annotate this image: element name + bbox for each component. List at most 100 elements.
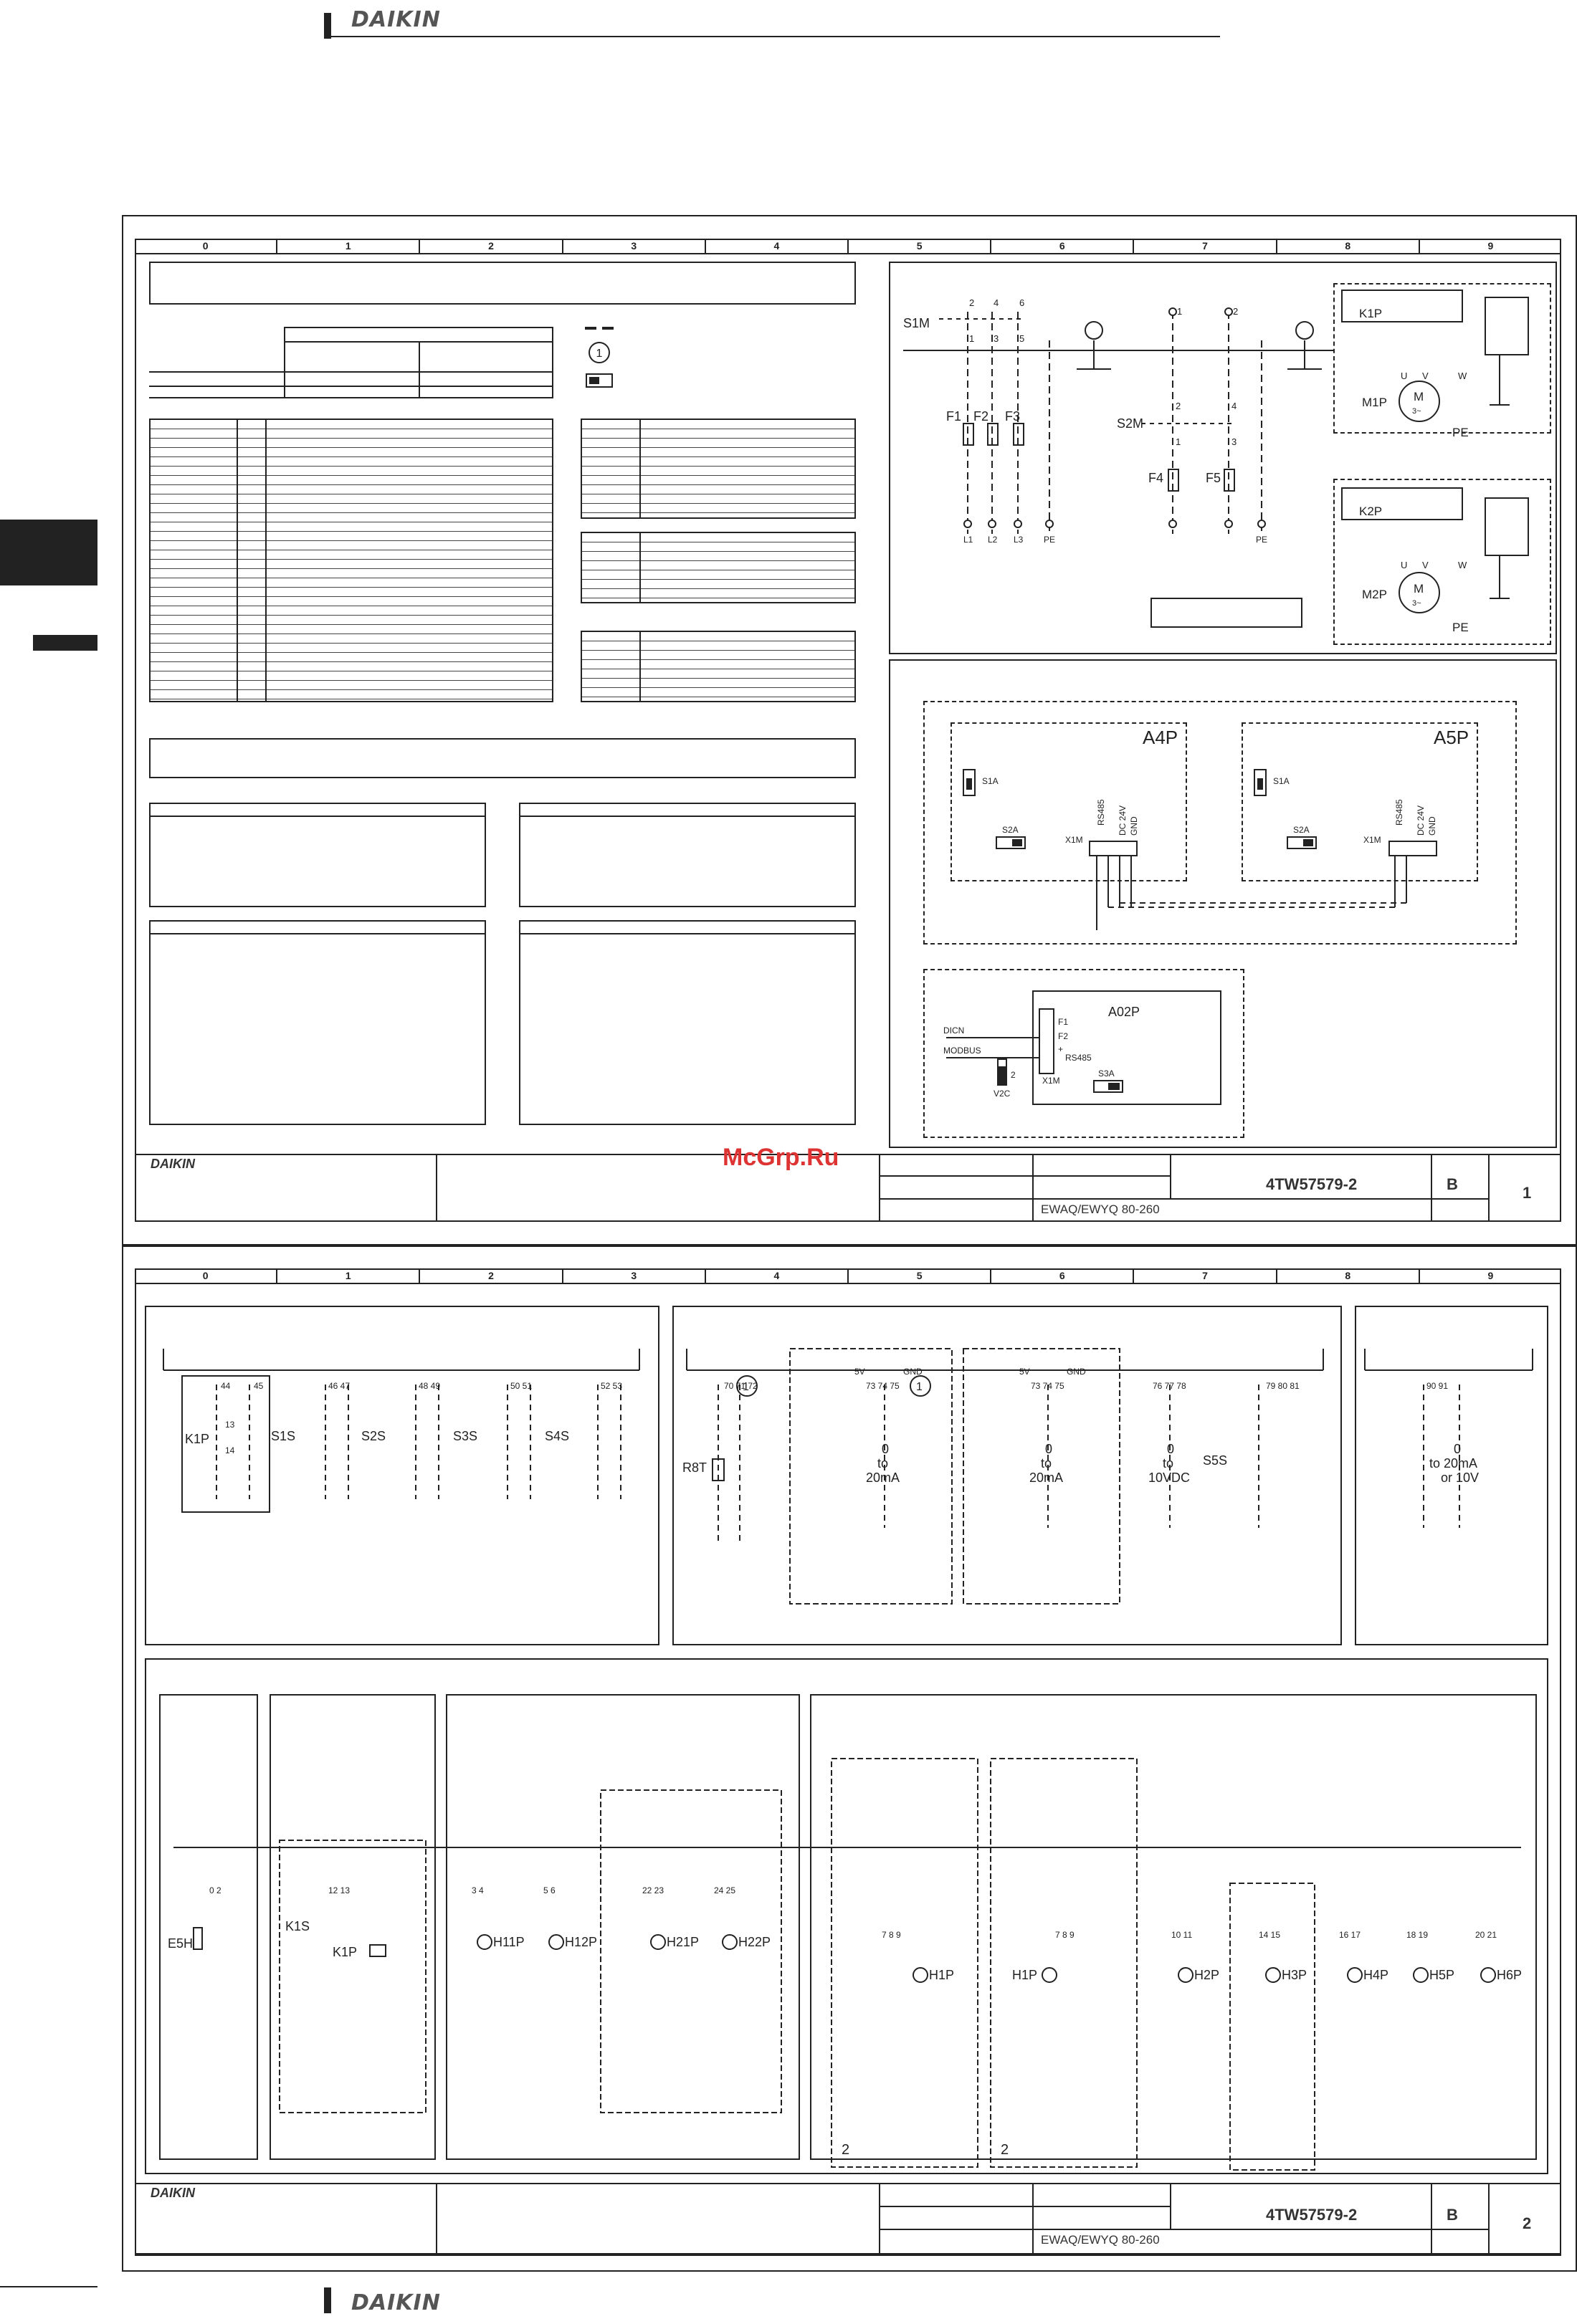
tb-doc-number: 4TW57579-2 — [1266, 1175, 1358, 1193]
analog-inputs-panel — [672, 1306, 1342, 1645]
terminal-pe: PE — [1044, 535, 1055, 545]
ai4-text: 0 — [1454, 1442, 1461, 1456]
terminal-pe-2: PE — [1256, 535, 1267, 545]
ai-ch1-marker: 1 — [743, 1381, 749, 1393]
tb2-doc-number: 4TW57579-2 — [1266, 2206, 1358, 2224]
out-rl-h1p: H1P — [929, 1968, 954, 1982]
m1p-pe: PE — [1452, 426, 1469, 439]
legend-title-box — [149, 262, 856, 305]
di-s2s-nums: 48 49 — [419, 1381, 440, 1391]
tb2-rule — [879, 2206, 1170, 2207]
a5p-pin-gnd: GND — [1427, 816, 1437, 836]
uvw-u: U — [1401, 370, 1407, 381]
contact-num: 2 — [1233, 306, 1238, 317]
di-s3s-nums: 50 51 — [510, 1381, 532, 1391]
ai-s5s-nums: 79 80 81 — [1266, 1381, 1300, 1391]
a4p-s1a: S1A — [982, 776, 999, 786]
a02p-v2c: V2C — [994, 1089, 1011, 1099]
contact-num: 1 — [1176, 436, 1181, 447]
a4p-pin-dc: DC 24V — [1118, 805, 1128, 836]
fuse-f3: F3 — [1005, 409, 1020, 424]
m1p-label: M1P — [1362, 396, 1387, 409]
out-lamp-h12p-nums: 5 6 — [543, 1885, 556, 1895]
tb-divider — [1170, 1154, 1171, 1200]
out-rl-h1p-2-nums: 7 8 9 — [1055, 1930, 1075, 1940]
tb-revision: B — [1447, 1175, 1458, 1193]
out-lamp-h21p-nums: 22 23 — [642, 1885, 664, 1895]
terminal-l3: L3 — [1014, 535, 1024, 545]
col-num: 9 — [1487, 1270, 1494, 1281]
a02p-rs485: RS485 — [1065, 1053, 1092, 1063]
digital-inputs-diagram: K1P 44 45 13 14 S1S 46 47 S2S 48 49 S3S … — [163, 1349, 640, 1513]
contact-num: 2 — [969, 297, 974, 308]
m2p-pe: PE — [1452, 621, 1469, 634]
m2p-label: M2P — [1362, 588, 1387, 601]
col-num: 3 — [563, 239, 706, 253]
ai-ch2-text: 20mA — [1029, 1471, 1063, 1485]
legend-marker-text: 1 — [596, 348, 603, 360]
di-k1p-num: 44 — [221, 1381, 231, 1391]
a5p-s2a: S2A — [1293, 825, 1310, 835]
out-lamp-h22p: H22P — [738, 1935, 771, 1949]
side-tab — [0, 520, 97, 585]
e5h-box — [159, 1694, 258, 2160]
contact-num: 3 — [1231, 436, 1237, 447]
ai-ch2-text: to — [1041, 1456, 1052, 1471]
ai4-text: or 10V — [1441, 1471, 1479, 1485]
a02p-f1: F1 — [1058, 1017, 1068, 1027]
col-num: 9 — [1487, 240, 1494, 252]
tb-divider — [879, 1154, 880, 1222]
legend-divider — [419, 341, 420, 398]
tb2-divider — [879, 2183, 880, 2254]
tb-divider — [1032, 1154, 1034, 1222]
col-num: 2 — [420, 239, 563, 253]
tb-divider — [436, 1154, 437, 1222]
parts-table-right-b — [581, 532, 856, 603]
a4p-label: A4P — [1143, 727, 1178, 748]
tb-rule — [879, 1175, 1170, 1177]
a5p-s1a: S1A — [1273, 776, 1290, 786]
footer-logo: DAIKIN — [351, 2290, 441, 2315]
terminal-l2: L2 — [988, 535, 998, 545]
analog-inputs-diagram: R8T 70 71 72 1 5V GND 73 74 75 0 to 20mA… — [682, 1348, 1324, 1605]
out-e5h-nums: 0 2 — [209, 1885, 221, 1895]
ai4-text: to 20mA — [1429, 1456, 1477, 1471]
a5p-label: A5P — [1434, 727, 1469, 748]
di-s2s: S2S — [361, 1429, 386, 1443]
out-rl-h1p-nums: 7 8 9 — [882, 1930, 901, 1940]
k2p-motor-box — [1333, 479, 1551, 645]
out-k1p: K1P — [333, 1945, 357, 1959]
fuse-f2: F2 — [973, 409, 988, 424]
di-k1p: K1P — [185, 1432, 209, 1446]
parts-table — [149, 419, 553, 702]
di-s3s: S3S — [453, 1429, 477, 1443]
s2m-label: S2M — [1117, 416, 1143, 431]
a02p-label: A02P — [1108, 1005, 1140, 1019]
tb2-divider — [1431, 2183, 1432, 2254]
contact-num: 4 — [1231, 401, 1237, 411]
header-logo: DAIKIN — [351, 7, 441, 32]
analog-input-4-panel — [1355, 1306, 1548, 1645]
col-num: 8 — [1277, 1268, 1420, 1283]
tb-divider — [1488, 1154, 1490, 1222]
col-num: 0 — [135, 1268, 278, 1283]
sheet-2 — [122, 1245, 1577, 2272]
ai-ch3-text: 0 — [1167, 1442, 1174, 1456]
legend-divider — [284, 341, 285, 398]
out-rl-h5p: H5P — [1429, 1968, 1454, 1982]
col-num: 5 — [849, 239, 992, 253]
out-lamp-h12p: H12P — [565, 1935, 597, 1949]
footer-rule-left — [0, 2286, 97, 2287]
ai-r8t-nums: 70 71 72 — [724, 1381, 758, 1391]
di-k1p-num: 13 — [225, 1420, 235, 1430]
k1p-label: K1P — [1359, 307, 1382, 320]
a4p-board — [951, 722, 1187, 881]
sheet-1-title-block — [135, 1154, 1561, 1222]
notes-title-box — [149, 738, 856, 778]
right-lamps-box — [810, 1694, 1537, 2160]
ai-ch2-gnd: GND — [1067, 1367, 1086, 1377]
sheet-1-column-bar: 0 1 2 3 4 5 6 7 8 9 — [135, 239, 1561, 254]
out-marker-2b: 2 — [1001, 2142, 1009, 2158]
tb2-divider — [1032, 2183, 1034, 2254]
a4p-s2a: S2A — [1002, 825, 1019, 835]
